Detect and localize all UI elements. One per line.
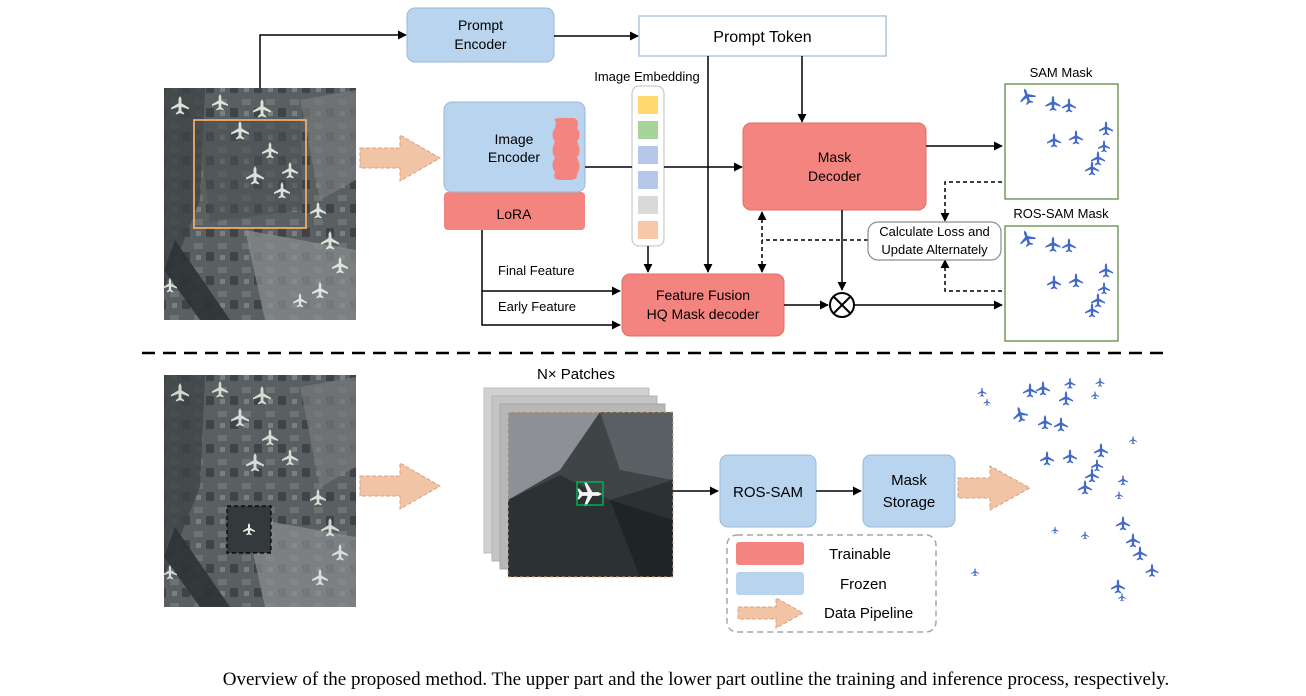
mask-storage-block: Mask Storage [862,454,956,528]
feature-fusion-block: Feature Fusion HQ Mask decoder [621,273,785,337]
prompt-token-label: Prompt Token [713,29,811,46]
mask-storage-label-2: Storage [883,494,936,511]
figure-caption: Overview of the proposed method. The upp… [223,669,1170,690]
prompt-encoder-block: Prompt Encoder [406,7,555,63]
prompt-encoder-label-2: Encoder [454,36,506,52]
legend-frozen-swatch [736,572,804,595]
training-satellite-image [163,88,356,320]
ros-sam-label: ROS-SAM [733,484,803,501]
legend-frozen-label: Frozen [840,576,887,593]
image-embedding-stack [631,85,665,247]
image-encoder-label-1: Image [495,131,534,147]
early-feature-label: Early Feature [498,299,576,314]
lora-label: LoRA [496,206,532,222]
legend-trainable-swatch [736,542,804,565]
final-feature-label: Final Feature [498,263,575,278]
inference-satellite-image [163,375,356,607]
multiply-operator-icon [829,292,855,318]
image-embedding-label: Image Embedding [594,69,700,84]
early-feature-arrow [481,291,621,330]
legend-data-pipeline-label: Data Pipeline [824,605,913,622]
ros-sam-mask-label: ROS-SAM Mask [1013,206,1109,221]
lora-adapter-shape [552,118,580,180]
calculate-loss-box: Calculate Loss and Update Alternately [867,221,1002,261]
mask-decoder-label-2: Decoder [808,168,861,184]
feature-fusion-label-1: Feature Fusion [656,287,750,303]
mask-storage-label-1: Mask [891,472,927,489]
ros-sam-block: ROS-SAM [719,454,817,528]
image-encoder-label-2: Encoder [488,149,540,165]
calculate-loss-label-2: Update Alternately [881,242,988,257]
patch-stack [483,387,674,578]
patches-label: N× Patches [537,366,615,383]
mask-decoder-label-1: Mask [818,149,852,165]
sam-mask-to-loss-dashed-arrow [940,181,1002,222]
sam-mask-panel [1004,83,1119,200]
data-pipeline-arrow-lower [359,462,442,510]
data-pipeline-arrow-upper [359,134,442,182]
prompt-token-block: Prompt Token [638,15,887,57]
legend: Trainable Frozen Data Pipeline [726,534,937,633]
image-encoder-block: LoRA Image Encoder [443,101,586,230]
image-to-prompt-encoder-arrow [259,30,407,88]
final-feature-arrow [481,230,621,296]
calculate-loss-label-1: Calculate Loss and [879,224,990,239]
mask-decoder-block: Mask Decoder [742,122,927,211]
feature-fusion-label-2: HQ Mask decoder [647,306,760,322]
data-pipeline-arrow-output [957,465,1032,511]
ros-sam-mask-to-loss-dashed-arrow [940,259,1002,292]
ros-sam-mask-panel [1004,225,1119,342]
sam-mask-label: SAM Mask [1030,65,1093,80]
legend-trainable-label: Trainable [829,546,891,563]
prompt-encoder-label-1: Prompt [458,17,503,33]
legend-pipeline-arrow-icon [737,597,805,629]
